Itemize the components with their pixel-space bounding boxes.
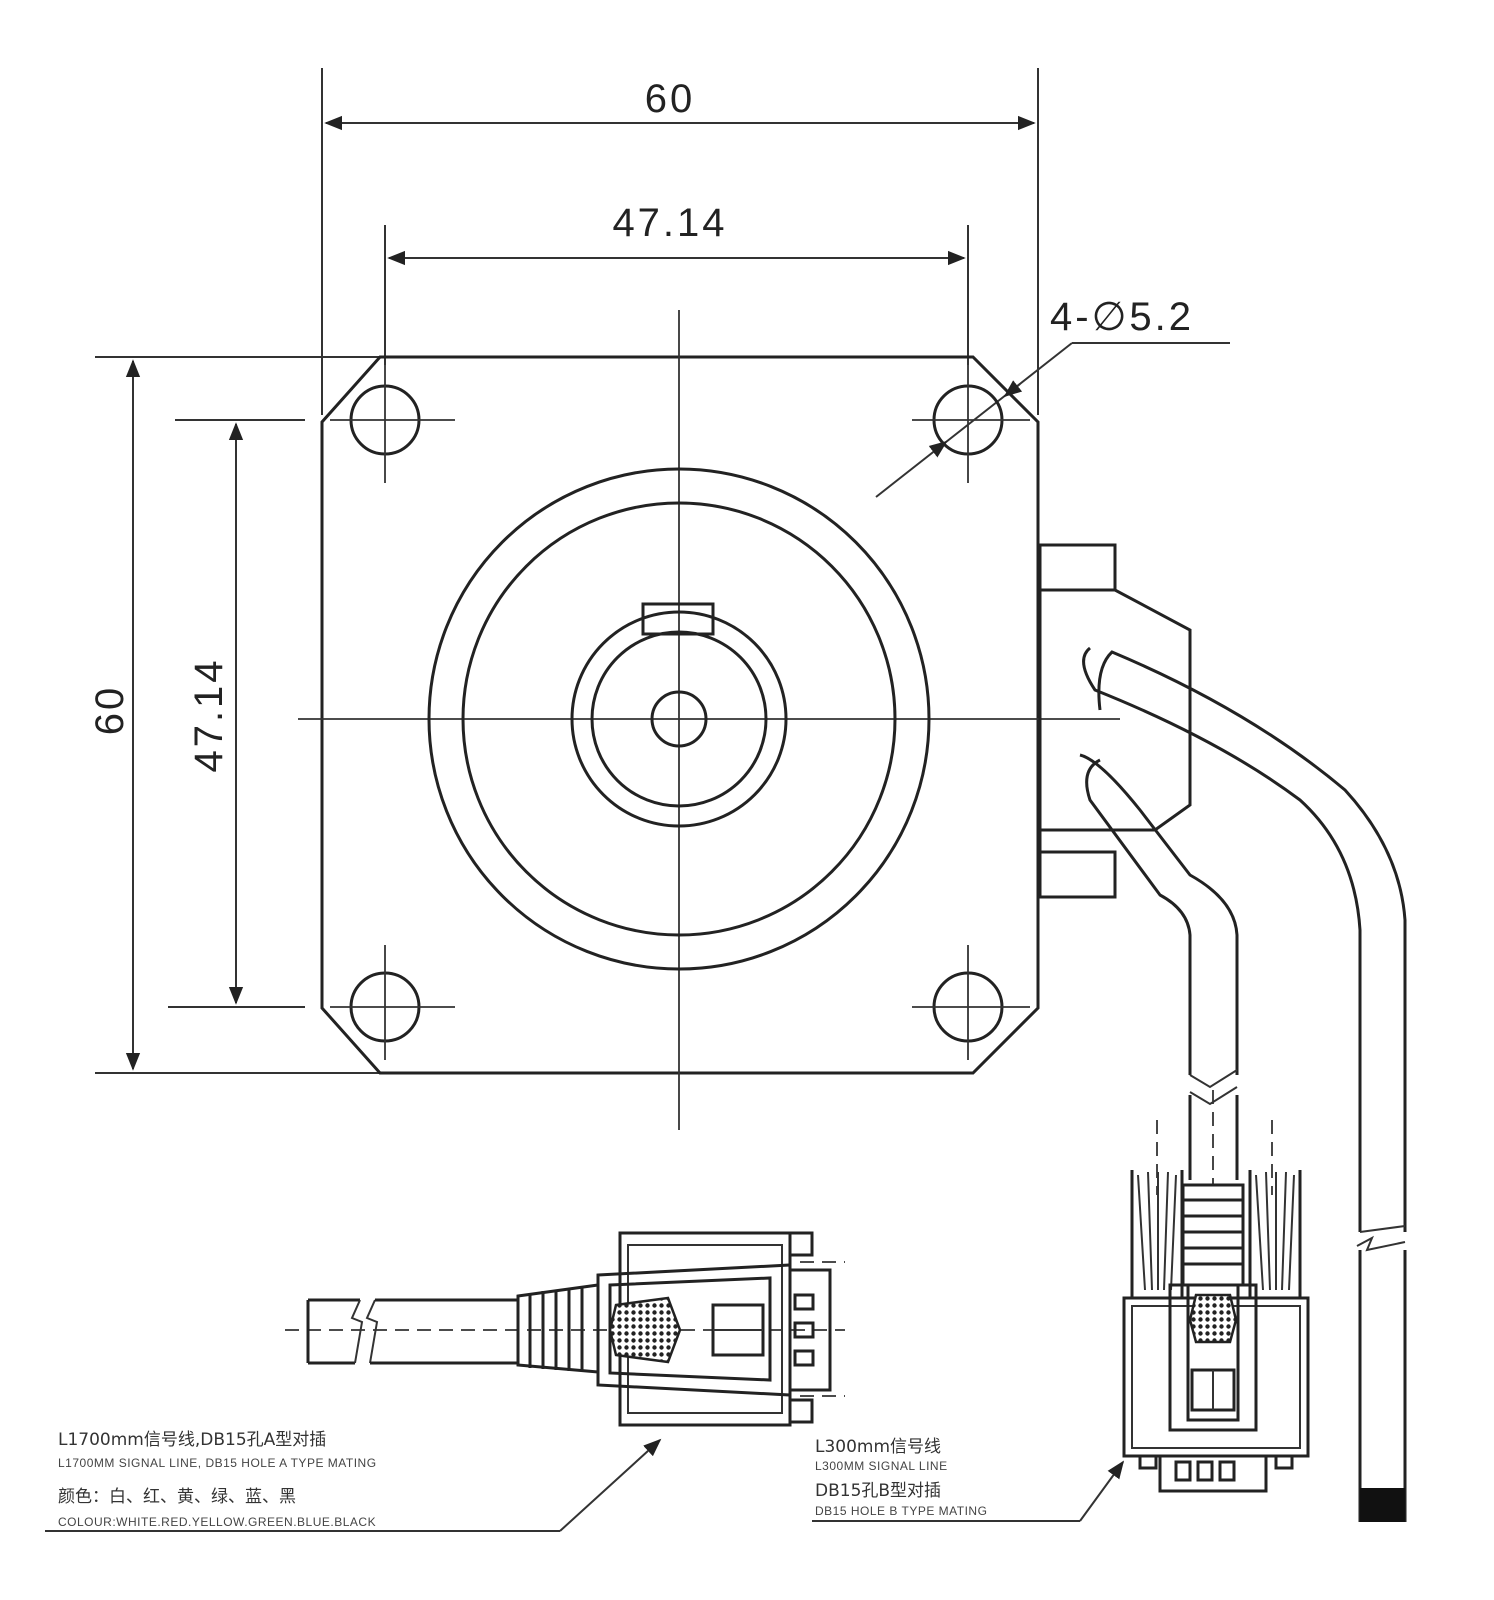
motor-flange (320, 355, 1040, 1075)
cable-b-note: L300mm信号线 L300MM SIGNAL LINE DB15孔B型对插 D… (812, 1437, 1125, 1522)
cable-a-label-cn: L1700mm信号线,DB15孔A型对插 (58, 1430, 326, 1450)
dim-hole-pitch-horizontal-label: 47.14 (612, 201, 727, 245)
cable-b-label-cn-2: DB15孔B型对插 (815, 1481, 941, 1501)
motor-boss-outer (427, 467, 931, 971)
mounting-hole-top-left (330, 365, 455, 483)
cable-b-label-en-1: L300MM SIGNAL LINE (815, 1459, 948, 1473)
cable-a-label-en: L1700MM SIGNAL LINE, DB15 HOLE A TYPE MA… (58, 1456, 377, 1470)
shaft-outer (570, 610, 788, 828)
mounting-hole-bottom-right (912, 945, 1030, 1060)
cable-b-label-en-2: DB15 HOLE B TYPE MATING (815, 1504, 987, 1518)
connector-b (1122, 1120, 1310, 1493)
shaft-inner (590, 630, 768, 808)
dim-height-overall-label: 60 (88, 685, 132, 736)
mounting-hole-top-right (912, 365, 1030, 483)
dim-mounting-holes-label: 4-∅5.2 (1050, 295, 1194, 339)
mounting-hole-bottom-left (330, 945, 455, 1060)
motor-boss-inner (461, 501, 897, 937)
cable-short (1079, 753, 1239, 1185)
shaft-key (641, 602, 715, 636)
cable-b-label-cn-1: L300mm信号线 (815, 1437, 941, 1457)
cable-exit-block (1038, 543, 1192, 899)
dim-mounting-holes: 4-∅5.2 (875, 295, 1230, 498)
dim-hole-pitch-vertical: 47.14 (168, 419, 305, 1008)
cable-long (1082, 646, 1407, 1522)
dim-hole-pitch-horizontal: 47.14 (384, 201, 969, 365)
cable-a-colour-en: COLOUR:WHITE.RED.YELLOW.GREEN.BLUE.BLACK (58, 1515, 376, 1529)
dim-width-overall-label: 60 (645, 77, 696, 121)
cable-a-note: L1700mm信号线,DB15孔A型对插 L1700MM SIGNAL LINE… (45, 1430, 662, 1532)
cable-a-colour-cn: 颜色：白、红、黄、绿、蓝、黑 (58, 1487, 296, 1507)
shaft-hole (650, 690, 708, 748)
connector-a (285, 1231, 845, 1427)
dim-hole-pitch-vertical-label: 47.14 (187, 657, 231, 772)
dim-height-overall: 60 (88, 356, 380, 1074)
